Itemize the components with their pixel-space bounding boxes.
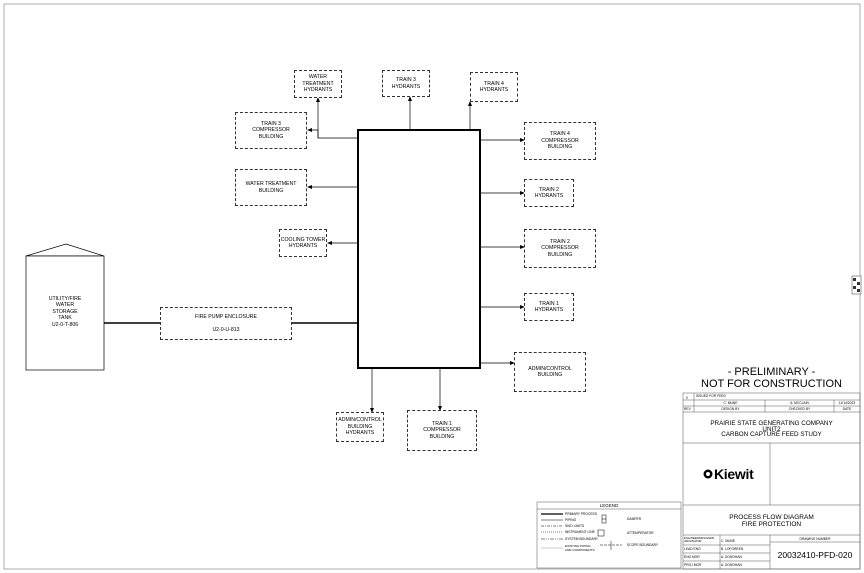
sig-role-lead: LEAD ENG <box>684 547 701 551</box>
drawing-number: 20032410-PFD-020 <box>777 550 853 560</box>
not-for-construction-stamp: NOT FOR CONSTRUCTION <box>701 378 842 390</box>
admin-control-hydrants-box: ADMIN/CONTROL BUILDING HYDRANTS <box>336 412 384 442</box>
legend-piping: PIPING <box>565 518 577 522</box>
rev-description: ISSUED FOR FEED <box>696 394 726 398</box>
train2-hydrants-box: TRAIN 2 HYDRANTS <box>524 179 574 207</box>
legend-primary-process: PRIMARY PROCESS <box>565 512 597 516</box>
fire-pump-enclosure-box: FIRE PUMP ENCLOSURE U2-0-U-813 <box>160 307 292 340</box>
company-unit: UNIT2 <box>762 426 781 433</box>
main-header-block <box>357 129 481 369</box>
legend-title: LEGEND <box>599 503 619 508</box>
title-block-frame <box>682 392 861 570</box>
flow-arrows <box>307 96 525 413</box>
sig-name-lead: B. LOFGREEN <box>721 547 744 551</box>
checked-by-header: CHECKED BY <box>788 407 811 411</box>
train3-hydrants-box: TRAIN 3 HYDRANTS <box>382 70 430 97</box>
kiewit-logo-text: Kiewit <box>714 466 754 482</box>
legend-damper: DAMPER <box>627 517 642 521</box>
train3-compressor-box: TRAIN 3 COMPRESSOR BUILDING <box>235 112 307 149</box>
sig-role-engmgr: ENG MGR <box>684 555 700 559</box>
drawing-title-line1: PROCESS FLOW DIAGRAM <box>729 514 814 521</box>
train1-compressor-box: TRAIN 1 COMPRESSOR BUILDING <box>407 410 477 451</box>
qr-code-icon <box>851 275 862 295</box>
legend-instrument-line: INSTRUMENT LINE <box>565 530 595 534</box>
water-treatment-hydrants-box: WATER TREATMENT HYDRANTS <box>294 70 342 98</box>
legend-skid-limits: SKID LIMITS <box>565 524 585 528</box>
company-name: PRAIRIE STATE GENERATING COMPANY <box>710 420 833 427</box>
rev-checker: A. MCCLAIN <box>790 401 809 405</box>
sig-name-projmgr: A. DONOHAN <box>721 563 742 567</box>
legend-attemperator: ATTEMPERATOR <box>627 531 654 535</box>
water-treatment-building-box: WATER TREATMENT BUILDING <box>235 169 307 206</box>
storage-tank-shape <box>25 243 105 371</box>
rev-header: REV <box>684 407 691 411</box>
drawing-number-label: DRAWING NUMBER <box>799 537 831 541</box>
train4-hydrants-box: TRAIN 4 HYDRANTS <box>470 72 518 102</box>
admin-control-building-box: ADMIN/CONTROL BUILDING <box>514 352 586 392</box>
design-by-header: DESIGN BY <box>721 407 740 411</box>
rev-designer: C. MUNE <box>723 401 738 405</box>
legend-scope-boundary: SCOPE BOUNDARY <box>627 543 659 547</box>
sig-name-engmgr: A. DONOHAN <box>721 555 742 559</box>
train4-compressor-box: TRAIN 4 COMPRESSOR BUILDING <box>524 122 596 160</box>
sig-role-projmgr: PROJ MGR <box>684 563 702 567</box>
tank-label: UTILITY/FIRE WATER STORAGE TANK U2-0-T-8… <box>48 296 82 328</box>
project-name: CARBON CAPTURE FEED STUDY <box>721 431 822 438</box>
train2-compressor-box: TRAIN 2 COMPRESSOR BUILDING <box>524 229 596 268</box>
sig-name-originator: C. MUNE <box>721 539 735 543</box>
drawing-title-line2: FIRE PROTECTION <box>741 521 802 528</box>
rev-date: 11/14/2023 <box>838 401 856 405</box>
legend-existing-piping: EXISTING PIPING AND COMPONENTS <box>565 544 595 552</box>
sig-role-originator: ENGINEER/DESIGNER ORIGINATOR <box>684 536 714 544</box>
legend-system-boundary: SYSTEM BOUNDARY <box>565 537 599 541</box>
preliminary-stamp: - PRELIMINARY - <box>727 366 816 378</box>
date-header: DATE <box>842 407 852 411</box>
sheet-border <box>3 3 861 570</box>
rev-number: 0 <box>686 396 688 400</box>
kiewit-logo-mark <box>703 469 713 479</box>
legend-frame <box>536 501 682 569</box>
train1-hydrants-box: TRAIN 1 HYDRANTS <box>524 293 574 321</box>
cooling-tower-hydrants-box: COOLING TOWER HYDRANTS <box>279 229 327 257</box>
branch-piping <box>308 97 524 412</box>
legend-symbols <box>541 513 622 550</box>
